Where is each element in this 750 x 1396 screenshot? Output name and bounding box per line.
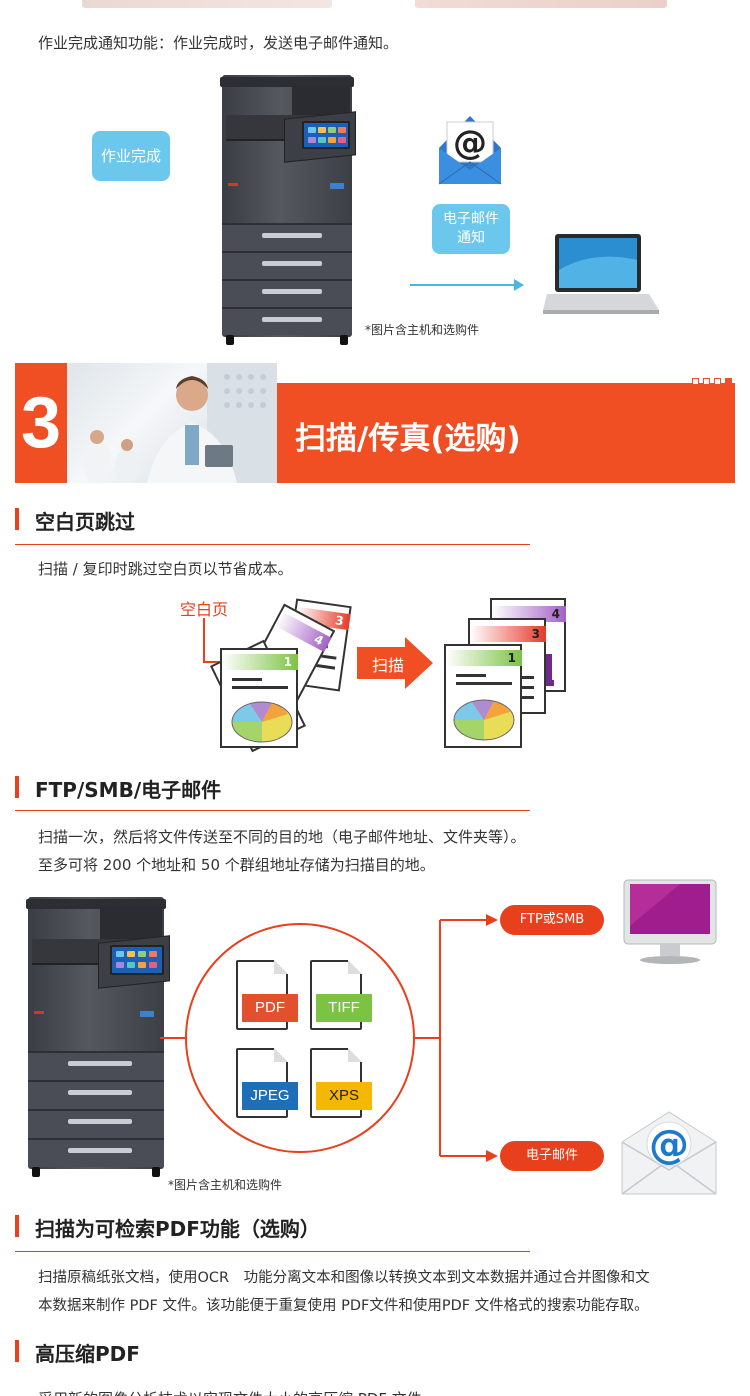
page-1-right: 1	[444, 644, 522, 748]
jpeg-file-icon: JPEG	[236, 1048, 298, 1118]
top-photo-right	[415, 0, 667, 8]
section-banner: 3 扫描/传真(选购)	[15, 363, 735, 483]
ftp-text-line2: 至多可将 200 个地址和 50 个群组地址存储为扫描目的地。	[38, 856, 435, 874]
ftp-divider	[15, 810, 530, 811]
monitor-icon	[620, 876, 720, 968]
compressed-pdf-text: 采用新的图像分析技术以实现文件大小的高压缩 PDF 文件。	[38, 1388, 437, 1396]
ftp-smb-pill: FTP或SMB	[500, 905, 604, 935]
email-envelope-icon: @	[435, 108, 505, 188]
searchable-pdf-bar	[15, 1215, 19, 1237]
intro-text: 作业完成通知功能：作业完成时，发送电子邮件通知。	[38, 34, 399, 52]
banner-photo	[67, 363, 277, 483]
printer-note-2: *图片含主机和选购件	[168, 1178, 283, 1192]
searchable-pdf-divider	[15, 1251, 530, 1252]
printer-note: *图片含主机和选购件	[365, 323, 480, 337]
email-at-icon: @	[618, 1108, 720, 1198]
banner-top-strip	[277, 363, 735, 383]
searchable-pdf-text-line2: 本数据来制作 PDF 文件。该功能便于重复使用 PDF文件和使用PDF 文件格式…	[38, 1298, 649, 1314]
printer-image-2	[26, 897, 170, 1177]
svg-text:@: @	[453, 123, 487, 163]
arrow-to-laptop	[410, 279, 524, 291]
ftp-flow-diagram	[160, 914, 498, 1162]
top-photo-left	[82, 0, 332, 8]
svg-text:@: @	[649, 1122, 689, 1168]
email-pill: 电子邮件	[500, 1141, 604, 1171]
ftp-title: FTP/SMB/电子邮件	[35, 778, 222, 802]
banner-title: 扫描/传真(选购)	[295, 421, 521, 457]
printer-image	[220, 75, 356, 345]
blank-page-label: 空白页	[180, 600, 229, 619]
banner-square-1	[692, 378, 699, 385]
xps-file-icon: XPS	[310, 1048, 372, 1118]
searchable-pdf-text-line1: 扫描原稿纸张文档，使用OCR 功能分离文本和图像以转换文本到文本数据并通过合并图…	[38, 1270, 650, 1286]
laptop-icon	[543, 230, 661, 318]
banner-number: 3	[15, 363, 67, 483]
ftp-bar	[15, 776, 19, 798]
blank-skip-title: 空白页跳过	[35, 510, 135, 534]
email-notify-bubble: 电子邮件 通知	[432, 204, 510, 254]
banner-square-3	[714, 378, 721, 385]
compressed-pdf-bar	[15, 1340, 19, 1362]
blank-skip-divider	[15, 544, 530, 545]
scan-arrow	[357, 637, 433, 689]
email-notify-line2: 通知	[457, 230, 485, 246]
blank-skip-text: 扫描 / 复印时跳过空白页以节省成本。	[38, 560, 293, 578]
blank-skip-bar	[15, 508, 19, 530]
compressed-pdf-title: 高压缩PDF	[35, 1342, 140, 1366]
job-done-bubble: 作业完成	[92, 131, 170, 181]
page-1-left: 1	[220, 648, 298, 748]
pdf-file-icon: PDF	[236, 960, 298, 1030]
searchable-pdf-title: 扫描为可检索PDF功能（选购）	[35, 1217, 320, 1241]
email-notify-line1: 电子邮件	[443, 211, 499, 227]
banner-square-2	[703, 378, 710, 385]
scan-arrow-label: 扫描	[371, 656, 404, 675]
ftp-text-line1: 扫描一次，然后将文件传送至不同的目的地（电子邮件地址、文件夹等）。	[38, 828, 526, 846]
tiff-file-icon: TIFF	[310, 960, 372, 1030]
banner-square-4	[725, 378, 732, 385]
